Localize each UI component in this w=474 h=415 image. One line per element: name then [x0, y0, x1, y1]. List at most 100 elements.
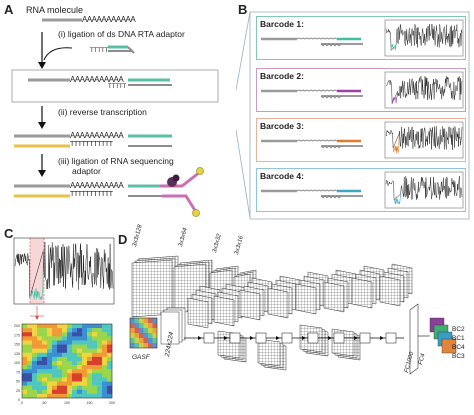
heatmap-cell: [57, 361, 63, 366]
heatmap-cell: [32, 373, 38, 378]
input-pixel: [143, 328, 149, 334]
heatmap-cell: [102, 381, 108, 386]
heatmap-cell: [22, 328, 28, 333]
pool-node: [203, 332, 215, 344]
panel-label-b: B: [238, 2, 248, 17]
heatmap-cell: [32, 369, 38, 374]
panel-b-zoom-outline: [236, 11, 470, 220]
heatmap-cell: [82, 348, 88, 353]
polya-tail: AAAAAAAAAAA: [70, 75, 124, 84]
heatmap-cell: [82, 365, 88, 370]
input-pixel: [152, 338, 158, 344]
highlight-region: [30, 238, 44, 304]
step3-label-line2: adaptor: [72, 166, 101, 176]
input-pixel: [139, 323, 144, 329]
barcode-title: Barcode 3:: [260, 121, 304, 131]
heatmap-cell: [47, 381, 53, 386]
heatmap-cell: [102, 365, 108, 370]
heatmap-cell: [42, 393, 48, 399]
heatmap-cell: [22, 389, 28, 395]
heatmap-cell: [37, 344, 43, 349]
input-pixel: [143, 343, 149, 349]
heatmap-cell: [42, 385, 48, 390]
heatmap-cell: [52, 324, 58, 329]
heatmap-cell: [107, 365, 113, 370]
heatmap-cell: [22, 361, 28, 366]
heatmap-cell: [82, 385, 88, 390]
heatmap-cell: [47, 344, 53, 349]
heatmap-cell: [52, 385, 58, 390]
conv-layer: [213, 295, 235, 327]
heatmap-cell: [67, 340, 73, 345]
heatmap-cell: [27, 373, 33, 378]
panel-label-a: A: [4, 2, 14, 17]
heatmap-cell: [37, 361, 43, 366]
heatmap-cell: [92, 377, 98, 382]
heatmap-cell: [72, 385, 78, 390]
heatmap-cell: [52, 369, 58, 374]
heatmap-cell: [37, 352, 43, 358]
heatmap-cell: [57, 328, 63, 333]
heatmap-cell: [92, 352, 98, 358]
heatmap-cell: [77, 369, 83, 374]
heatmap-cell: [87, 393, 93, 399]
gasf-label: GASF: [132, 354, 150, 361]
heatmap-cell: [97, 393, 103, 399]
heatmap-cell: [82, 369, 88, 374]
heatmap-cell: [67, 328, 73, 333]
heatmap-cell: [27, 361, 33, 366]
heatmap-cell: [77, 373, 83, 378]
heatmap-cell: [57, 348, 63, 353]
heatmap-cell: [82, 356, 88, 362]
polyt-adaptor: TTTTT: [90, 48, 109, 54]
heatmap-cell: [62, 344, 68, 349]
input-pixel: [152, 318, 158, 324]
heatmap-cell: [87, 336, 93, 341]
heatmap-cell: [22, 324, 28, 329]
signal-plot-frame: [384, 171, 464, 209]
heatmap-cell: [47, 356, 53, 362]
input-pixel: [134, 343, 140, 349]
heatmap-cell: [22, 348, 28, 353]
polya-tail: AAAAAAAAAAA: [70, 181, 124, 190]
heatmap-cell: [32, 365, 38, 370]
heatmap-cell: [77, 361, 83, 366]
heatmap-cell: [52, 340, 58, 345]
heatmap-cell: [22, 393, 28, 399]
heatmap-cell: [77, 385, 83, 390]
heatmap-cell: [102, 385, 108, 390]
heatmap-cell: [87, 369, 93, 374]
heatmap-cell: [42, 373, 48, 378]
arrow-right-icon: [224, 336, 228, 340]
conv-layer: [323, 281, 345, 313]
polya-tail: [296, 89, 338, 92]
heatmap-cell: [72, 369, 78, 374]
heatmap-cell: [72, 381, 78, 386]
heatmap-cell: [67, 389, 73, 395]
heatmap-cell: [37, 340, 43, 345]
input-pixel: [134, 318, 140, 324]
heatmap-cell: [62, 373, 68, 378]
pool-node: [359, 332, 371, 344]
heatmap-cell: [37, 324, 43, 329]
heatmap-cell: [92, 328, 98, 333]
heatmap-cell: [32, 393, 38, 399]
heatmap-cell: [102, 377, 108, 382]
heatmap-cell: [52, 336, 58, 341]
heatmap-cell: [82, 373, 88, 378]
heatmap-cell: [47, 348, 53, 353]
heatmap-cell: [57, 352, 63, 358]
heatmap-cell: [97, 381, 103, 386]
polyt-tail: [320, 95, 342, 99]
heatmap-cell: [87, 365, 93, 370]
heatmap-cell: [77, 356, 83, 362]
heatmap-cell: [62, 381, 68, 386]
heatmap-cell: [32, 344, 38, 349]
input-pixel: [139, 318, 144, 324]
heatmap-cell: [37, 377, 43, 382]
heatmap-cell: [62, 336, 68, 341]
heatmap-cell: [62, 369, 68, 374]
heatmap-cell: [32, 328, 38, 333]
